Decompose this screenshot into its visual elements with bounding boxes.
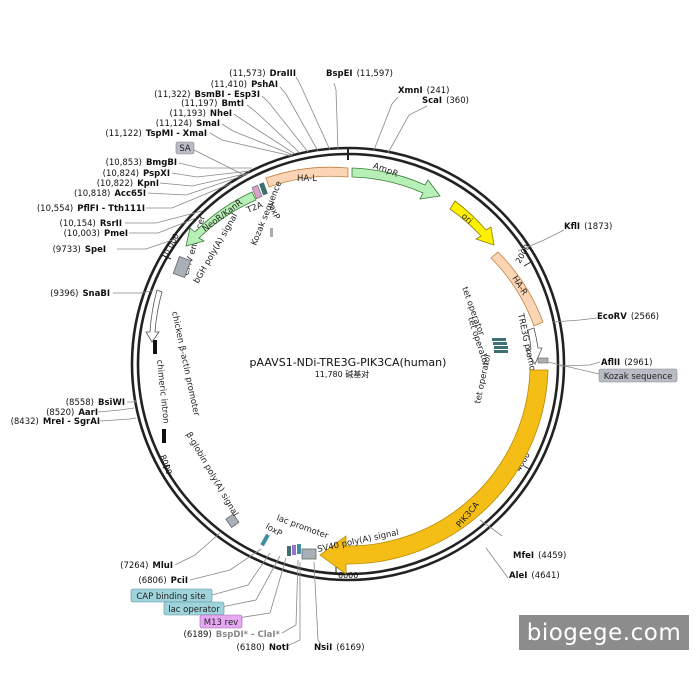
bgh-feature[interactable] xyxy=(172,255,192,279)
bglob-feature[interactable] xyxy=(225,513,240,528)
site-nsii[interactable]: NsiI(6169) xyxy=(314,643,365,653)
site-pspxi[interactable]: (10,824)PspXI xyxy=(103,169,170,179)
ori-feature[interactable] xyxy=(449,200,495,246)
site-bspdi[interactable]: (6189)BspDI* - ClaI* xyxy=(184,630,281,640)
site-bsmbi[interactable]: (11,322)BsmBI - Esp3I xyxy=(154,90,260,100)
site-bmgbi[interactable]: (10,853)BmgBI xyxy=(106,158,177,168)
loxp-marker-top[interactable] xyxy=(259,182,268,196)
site-bsiwi[interactable]: (8558)BsiWI xyxy=(66,398,125,408)
lacprom-label: lac promoter xyxy=(275,513,330,541)
kozak-marker-left[interactable] xyxy=(270,228,273,237)
tet-operator-cluster[interactable] xyxy=(492,338,508,353)
site-pshai[interactable]: (11,410)PshAI xyxy=(211,80,278,90)
site-bspei[interactable]: BspEI(11,597) xyxy=(326,69,393,79)
lacop-box[interactable]: lac operator xyxy=(163,601,225,616)
site-alei[interactable]: AleI(4641) xyxy=(509,571,560,581)
leader-lines xyxy=(97,76,601,647)
site-mlui[interactable]: (7264)MluI xyxy=(120,561,173,571)
tick-marks xyxy=(162,255,532,574)
hal-feature[interactable] xyxy=(265,166,349,188)
site-pmei[interactable]: (10,003)PmeI xyxy=(64,229,128,239)
cap-box[interactable]: CAP binding site xyxy=(130,588,213,603)
sa-box[interactable]: SA xyxy=(175,141,195,155)
har-feature[interactable] xyxy=(490,251,544,327)
tre3g-feature[interactable] xyxy=(525,327,543,365)
hal-label: HA-L xyxy=(297,174,317,184)
cba-feature[interactable] xyxy=(145,289,163,343)
pik3ca-feature[interactable] xyxy=(319,369,549,575)
site-pflfi[interactable]: (10,554)PflFI - Tth111I xyxy=(37,204,145,214)
ampr-feature[interactable] xyxy=(351,167,441,200)
tick-10000: 10,000 xyxy=(160,232,181,261)
cba-label: chicken β-actin promoter xyxy=(169,311,201,418)
chim-label: chimeric intron xyxy=(154,359,171,424)
site-smai[interactable]: (11,124)SmaI xyxy=(156,119,220,129)
kozak-right-box[interactable]: Kozak sequence xyxy=(598,368,678,383)
site-rsrii[interactable]: (10,154)RsrII xyxy=(60,219,123,229)
site-kfli[interactable]: KflI(1873) xyxy=(564,222,612,232)
site-ecorv[interactable]: EcoRV(2566) xyxy=(597,312,659,322)
site-mfei[interactable]: MfeI(4459) xyxy=(513,551,566,561)
site-snabi[interactable]: (9396)SnaBI xyxy=(50,289,110,299)
site-scai[interactable]: ScaI(360) xyxy=(422,96,469,106)
sv40-feature[interactable] xyxy=(301,548,317,560)
tetop-label-3: tet operator xyxy=(473,352,494,405)
site-spei[interactable]: (9733)SpeI xyxy=(53,245,106,255)
cap-marker[interactable] xyxy=(260,533,270,547)
tick-6000: 6000 xyxy=(338,571,358,580)
site-mrei[interactable]: (8432)MreI - SgrAI xyxy=(11,417,100,427)
watermark: biogege.com xyxy=(519,615,689,650)
site-tspmi[interactable]: (11,122)TspMI - XmaI xyxy=(105,129,207,139)
site-pcii[interactable]: (6806)PciI xyxy=(138,576,188,586)
svg-text:SA: SA xyxy=(179,144,191,154)
neor-feature[interactable] xyxy=(185,191,257,247)
svg-text:CAP binding site: CAP binding site xyxy=(136,592,205,602)
intron-marker[interactable] xyxy=(162,429,166,443)
cba-marker[interactable] xyxy=(153,340,157,354)
plasmid-name: pAAVS1-NDi-TRE3G-PIK3CA(human) xyxy=(250,356,447,369)
site-xmni[interactable]: XmnI(241) xyxy=(398,86,449,96)
kozak-right-leader xyxy=(547,361,600,375)
m13-box[interactable]: M13 rev xyxy=(199,614,243,629)
plasmid-size: 11,780 碱基对 xyxy=(315,369,370,379)
sa-leader xyxy=(193,149,247,177)
site-aflii[interactable]: AflII(2961) xyxy=(601,358,652,368)
svg-text:lac operator: lac operator xyxy=(168,605,220,615)
site-nhei[interactable]: (11,193)NheI xyxy=(170,109,232,119)
site-kpni[interactable]: (10,822)KpnI xyxy=(97,179,159,189)
site-aari[interactable]: (8520)AarI xyxy=(46,408,98,418)
loxp-marker-bottom[interactable] xyxy=(287,546,291,556)
lacop-marker[interactable] xyxy=(297,544,301,554)
site-acc65i[interactable]: (10,818)Acc65I xyxy=(74,189,146,199)
kozak-marker-right[interactable] xyxy=(537,357,549,364)
m13-marker[interactable] xyxy=(292,545,296,555)
site-noti[interactable]: (6180)NotI xyxy=(237,643,289,653)
svg-text:M13 rev: M13 rev xyxy=(204,618,238,628)
t2a-feature[interactable] xyxy=(251,184,263,200)
svg-text:Kozak sequence: Kozak sequence xyxy=(604,372,673,382)
site-drai[interactable]: (11,573)DraIII xyxy=(229,69,296,79)
site-bmti[interactable]: (11,197)BmtI xyxy=(181,99,244,109)
